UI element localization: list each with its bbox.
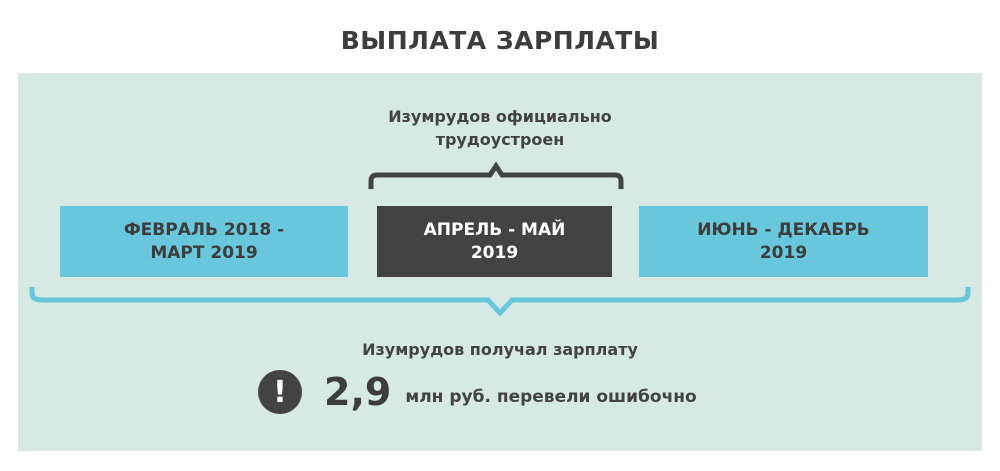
period-line: 2019: [759, 242, 808, 263]
fact-number: 2,9: [324, 370, 392, 414]
period-line: АПРЕЛЬ - МАЙ: [423, 219, 566, 240]
period-line: МАРТ 2019: [150, 242, 258, 263]
fact-text: млн руб. перевели ошибочно: [405, 387, 697, 407]
period-apr-may2019: АПРЕЛЬ - МАЙ 2019: [377, 206, 612, 277]
employment-label-line2: трудоустроен: [435, 130, 565, 149]
period-line: ФЕВРАЛЬ 2018 -: [123, 219, 285, 240]
exclamation-icon: !: [258, 370, 302, 414]
period-feb2018-mar2019: ФЕВРАЛЬ 2018 - МАРТ 2019: [60, 206, 348, 277]
period-jun-dec2019: ИЮНЬ - ДЕКАБРЬ 2019: [639, 206, 928, 277]
period-line: 2019: [470, 242, 519, 263]
page-title: ВЫПЛАТА ЗАРПЛАТЫ: [340, 26, 660, 55]
fact-row: ! 2,9 млн руб. перевели ошибочно: [258, 370, 697, 414]
bottom-bracket: [29, 287, 971, 317]
salary-label: Изумрудов получал зарплату: [362, 340, 638, 359]
employment-label-line1: Изумрудов официально: [388, 107, 612, 126]
top-bracket: [368, 161, 624, 189]
employment-label: Изумрудов официально трудоустроен: [300, 105, 700, 151]
period-line: ИЮНЬ - ДЕКАБРЬ: [697, 219, 870, 240]
